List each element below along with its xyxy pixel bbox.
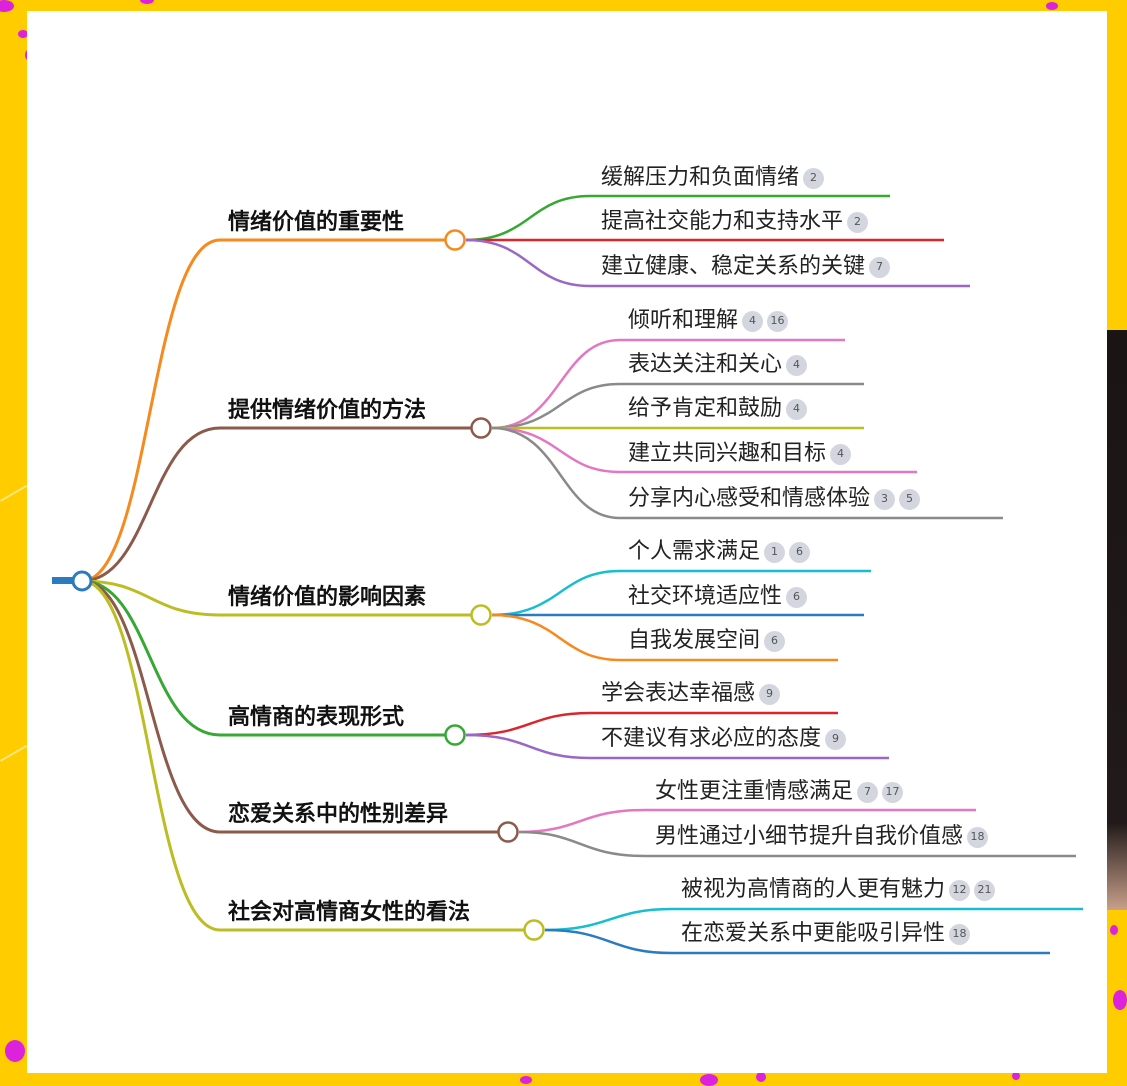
leaf-node[interactable]: 在恋爱关系中更能吸引异性 18 bbox=[681, 921, 971, 947]
leaf-node[interactable]: 男性通过小细节提升自我价值感 18 bbox=[655, 824, 989, 850]
leaf-node[interactable]: 建立共同兴趣和目标 4 bbox=[628, 441, 852, 467]
reference-badge: 17 bbox=[882, 781, 904, 803]
reference-badge: 3 bbox=[874, 488, 896, 510]
branch-society-view[interactable]: 社会对高情商女性的看法 bbox=[228, 900, 471, 925]
decorative-dot bbox=[1110, 925, 1118, 935]
leaf-node[interactable]: 女性更注重情感满足 7 17 bbox=[655, 779, 904, 805]
leaf-node[interactable]: 给予肯定和鼓励 4 bbox=[628, 396, 808, 422]
decorative-dot bbox=[1113, 990, 1127, 1010]
leaf-label: 建立健康、稳定关系的关键 bbox=[601, 254, 866, 279]
reference-badge: 18 bbox=[967, 826, 989, 848]
leaf-label: 社交环境适应性 bbox=[628, 584, 783, 609]
leaf-node[interactable]: 倾听和理解 4 16 bbox=[628, 308, 789, 334]
leaf-node[interactable]: 不建议有求必应的态度 9 bbox=[601, 726, 847, 752]
reference-badge: 21 bbox=[974, 879, 996, 901]
reference-badge: 9 bbox=[759, 683, 781, 705]
leaf-label: 自我发展空间 bbox=[628, 628, 761, 653]
reference-badge: 9 bbox=[825, 728, 847, 750]
reference-badge: 4 bbox=[786, 398, 808, 420]
branch-high-eq-forms[interactable]: 高情商的表现形式 bbox=[228, 705, 405, 730]
leaf-node[interactable]: 分享内心感受和情感体验 3 5 bbox=[628, 486, 921, 512]
decorative-dot bbox=[1012, 1072, 1020, 1080]
leaf-label: 男性通过小细节提升自我价值感 bbox=[655, 824, 964, 849]
leaf-label: 表达关注和关心 bbox=[628, 352, 783, 377]
decorative-dot bbox=[700, 1074, 718, 1086]
leaf-label: 学会表达幸福感 bbox=[601, 681, 756, 706]
background-photo-strip bbox=[1107, 330, 1127, 910]
leaf-label: 女性更注重情感满足 bbox=[655, 779, 854, 804]
leaf-node[interactable]: 被视为高情商的人更有魅力 12 21 bbox=[681, 877, 996, 903]
leaf-label: 缓解压力和负面情绪 bbox=[601, 165, 800, 190]
reference-badge: 7 bbox=[869, 256, 891, 278]
decorative-dot bbox=[140, 0, 154, 4]
leaf-label: 分享内心感受和情感体验 bbox=[628, 486, 871, 511]
leaf-label: 倾听和理解 bbox=[628, 308, 739, 333]
leaf-label: 被视为高情商的人更有魅力 bbox=[681, 877, 946, 902]
reference-badge: 12 bbox=[949, 879, 971, 901]
reference-badge: 16 bbox=[767, 310, 789, 332]
reference-badge: 4 bbox=[830, 443, 852, 465]
leaf-node[interactable]: 自我发展空间 6 bbox=[628, 628, 786, 654]
leaf-label: 提高社交能力和支持水平 bbox=[601, 209, 844, 234]
reference-badge: 7 bbox=[857, 781, 879, 803]
branch-importance[interactable]: 情绪价值的重要性 bbox=[228, 210, 405, 235]
branch-factors[interactable]: 情绪价值的影响因素 bbox=[228, 585, 427, 610]
reference-badge: 4 bbox=[786, 354, 808, 376]
reference-badge: 6 bbox=[786, 586, 808, 608]
reference-badge: 2 bbox=[847, 211, 869, 233]
decorative-dot bbox=[5, 1040, 25, 1062]
leaf-node[interactable]: 提高社交能力和支持水平 2 bbox=[601, 209, 869, 235]
decorative-dot bbox=[520, 1076, 532, 1084]
leaf-label: 在恋爱关系中更能吸引异性 bbox=[681, 921, 946, 946]
leaf-label: 个人需求满足 bbox=[628, 539, 761, 564]
reference-badge: 4 bbox=[742, 310, 764, 332]
mindmap-canvas bbox=[27, 11, 1107, 1073]
decorative-dot bbox=[1046, 2, 1058, 10]
reference-badge: 6 bbox=[789, 541, 811, 563]
decorative-dot bbox=[18, 30, 28, 38]
reference-badge: 6 bbox=[764, 630, 786, 652]
leaf-label: 不建议有求必应的态度 bbox=[601, 726, 822, 751]
leaf-node[interactable]: 建立健康、稳定关系的关键 7 bbox=[601, 254, 891, 280]
decorative-dot bbox=[756, 1072, 766, 1082]
branch-methods[interactable]: 提供情绪价值的方法 bbox=[228, 398, 427, 423]
branch-gender-differences[interactable]: 恋爱关系中的性别差异 bbox=[228, 802, 449, 827]
reference-badge: 2 bbox=[803, 167, 825, 189]
leaf-node[interactable]: 缓解压力和负面情绪 2 bbox=[601, 165, 825, 191]
leaf-node[interactable]: 个人需求满足 1 6 bbox=[628, 539, 811, 565]
leaf-node[interactable]: 学会表达幸福感 9 bbox=[601, 681, 781, 707]
reference-badge: 18 bbox=[949, 923, 971, 945]
decorative-dot bbox=[0, 0, 14, 12]
reference-badge: 1 bbox=[764, 541, 786, 563]
leaf-label: 建立共同兴趣和目标 bbox=[628, 441, 827, 466]
leaf-label: 给予肯定和鼓励 bbox=[628, 396, 783, 421]
leaf-node[interactable]: 社交环境适应性 6 bbox=[628, 584, 808, 610]
leaf-node[interactable]: 表达关注和关心 4 bbox=[628, 352, 808, 378]
reference-badge: 5 bbox=[899, 488, 921, 510]
